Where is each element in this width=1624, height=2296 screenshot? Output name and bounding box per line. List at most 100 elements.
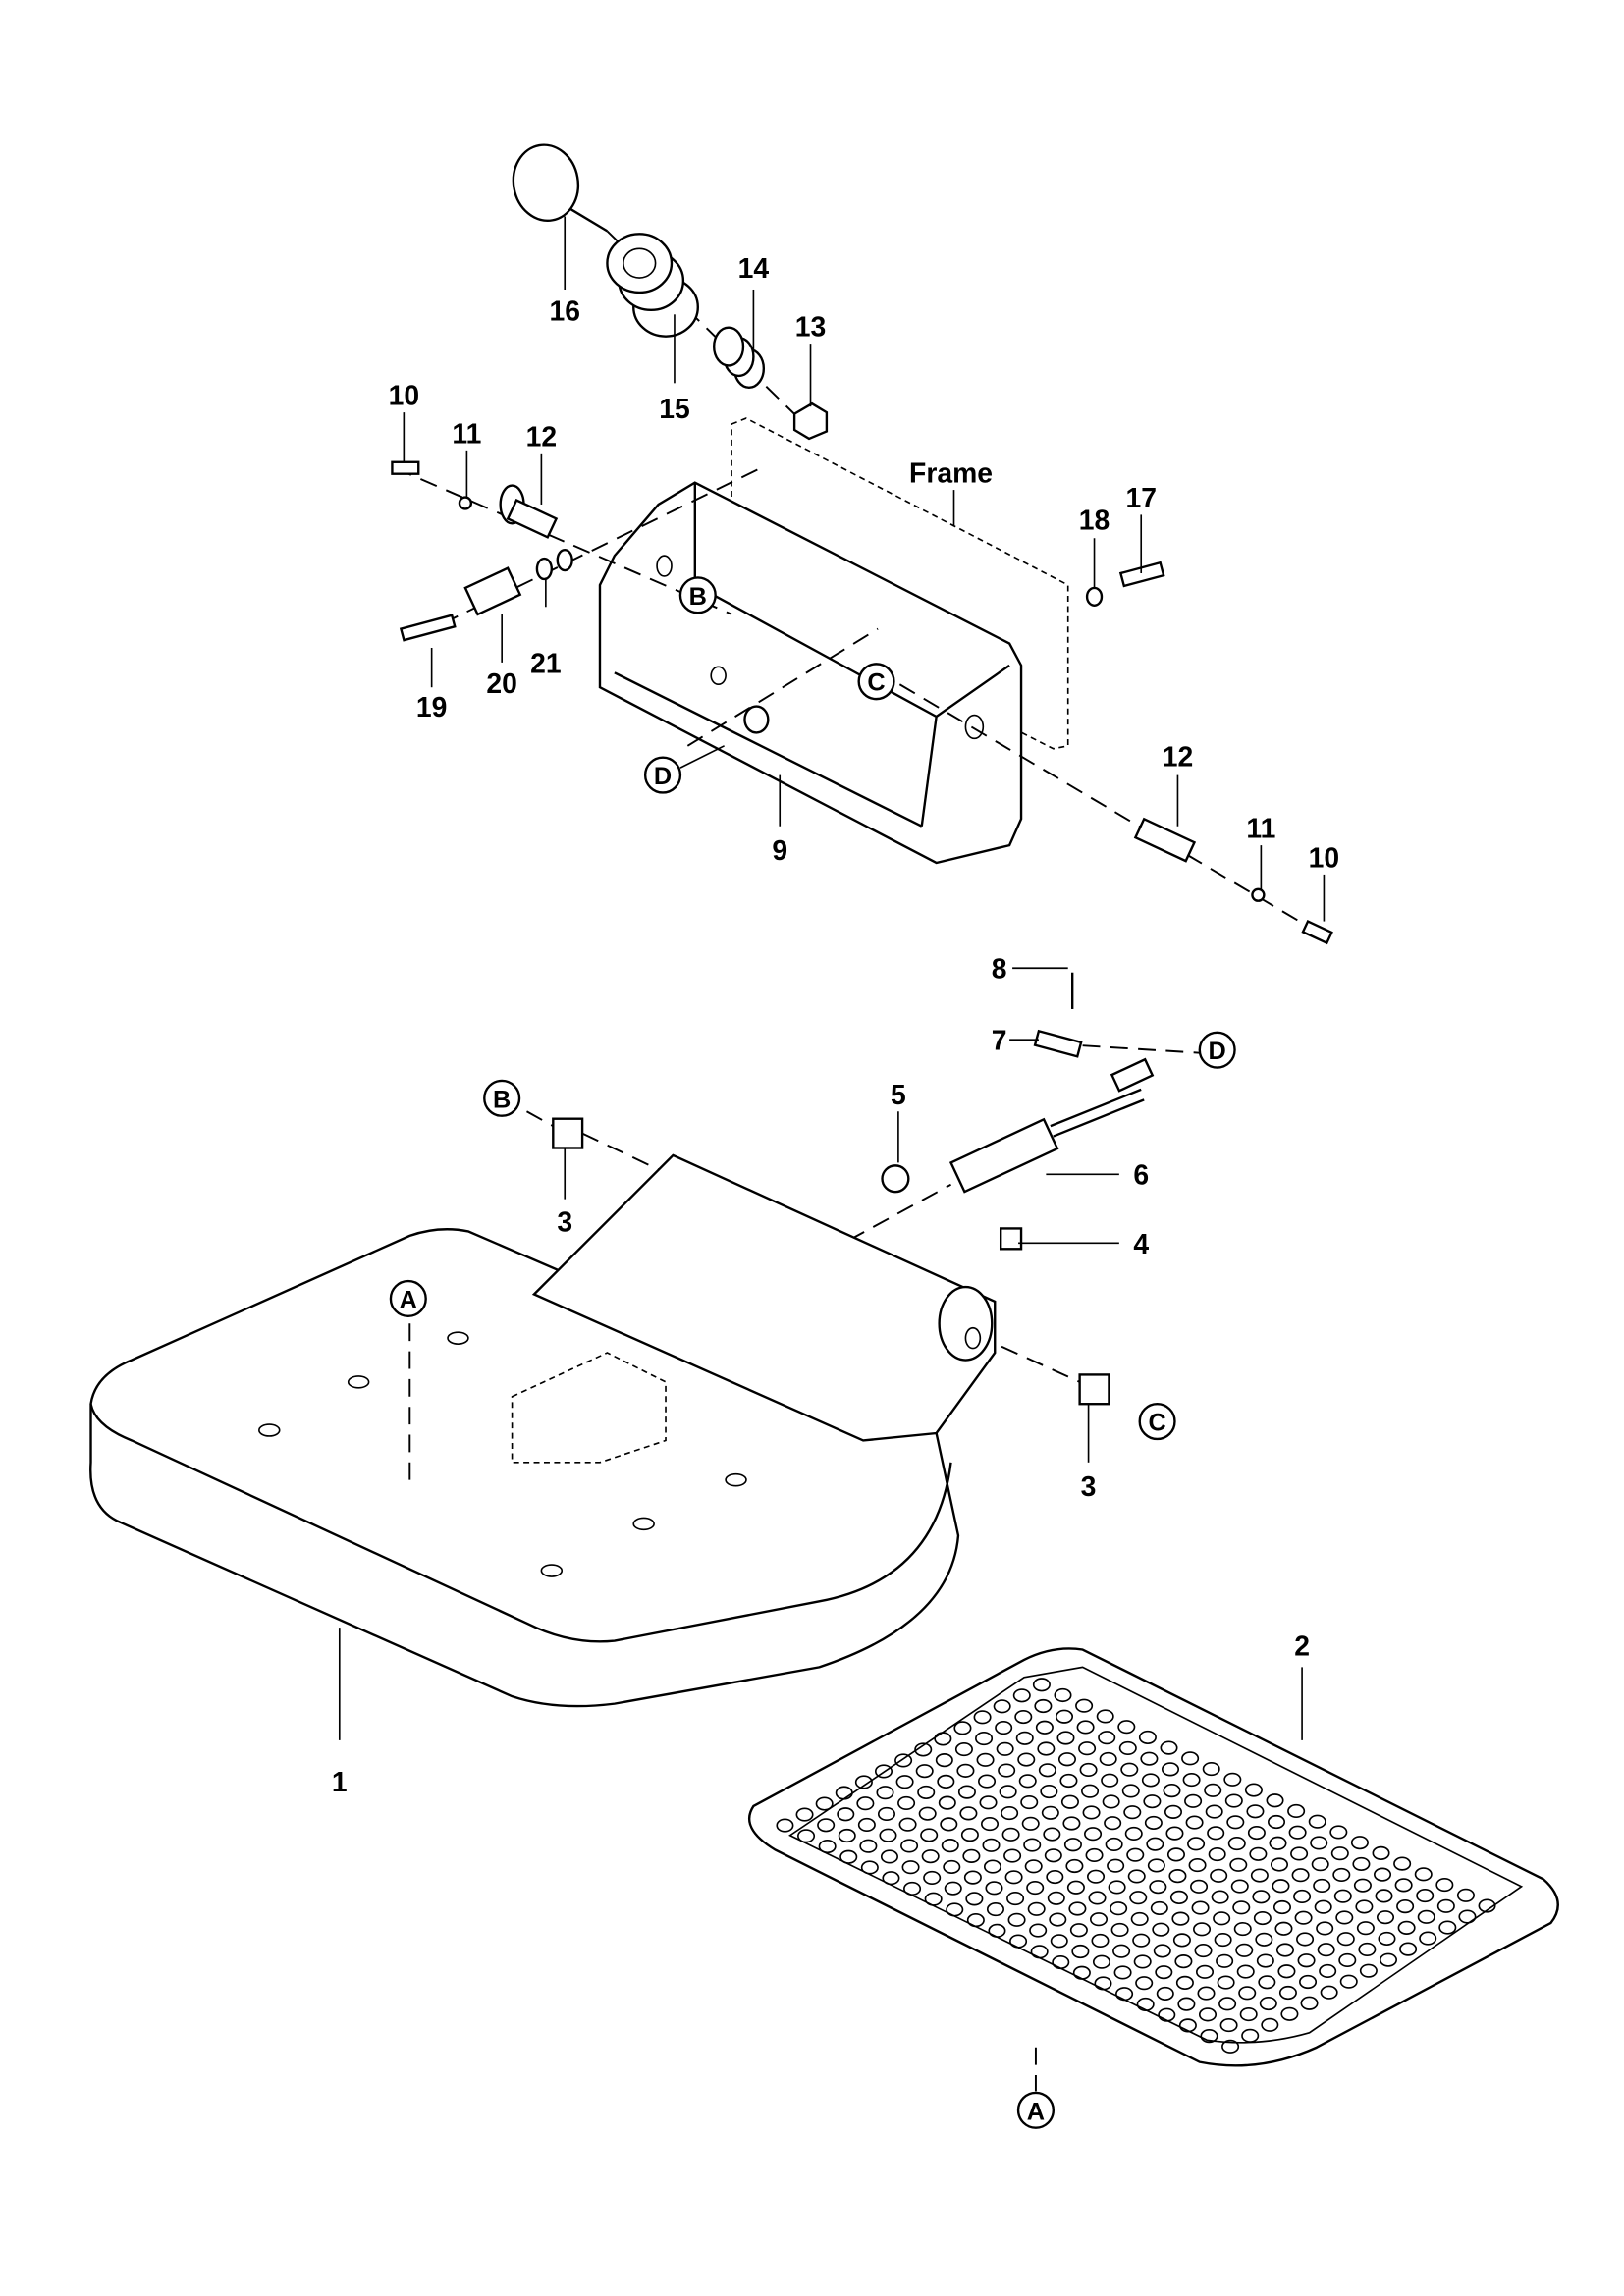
mat-hole (1037, 1741, 1056, 1756)
mat-hole (1161, 1762, 1180, 1777)
mat-hole (1044, 1848, 1062, 1863)
washer-part-21 (535, 557, 554, 581)
spring-part-15 (606, 233, 699, 338)
bushing-part-3b (1078, 1373, 1110, 1406)
mat-hole (1269, 1836, 1287, 1850)
mat-hole (1169, 1890, 1188, 1904)
mat-hole (1211, 1890, 1229, 1904)
mat-hole (818, 1839, 837, 1854)
mat-hole (1308, 1814, 1326, 1829)
mat-hole (1115, 1987, 1134, 2002)
mat-hole (1204, 1783, 1222, 1797)
mat-hole (956, 1763, 975, 1778)
mat-hole (1117, 1720, 1136, 1735)
mat-hole (1087, 1869, 1106, 1884)
mat-hole (1247, 1825, 1266, 1841)
mat-hole (1059, 1773, 1078, 1789)
mat-hole (960, 1828, 979, 1842)
mat-hole (1435, 1877, 1454, 1893)
mat-hole (1224, 1793, 1243, 1808)
mat-hole (1277, 1964, 1296, 1979)
label-12: 12 (526, 420, 557, 452)
mat-hole (1032, 1678, 1051, 1692)
mat-hole (1272, 1899, 1291, 1915)
mat-hole (1399, 1942, 1418, 1956)
mat-hole (1174, 1954, 1193, 1969)
mat-hole (1175, 1975, 1194, 1990)
mat-hole (1024, 1859, 1043, 1874)
mat-hole (1250, 1868, 1269, 1883)
mat-hole (1123, 1805, 1142, 1820)
mat-hole (1196, 1964, 1215, 1979)
mat-hole (1152, 1922, 1170, 1937)
mat-hole (1338, 1952, 1357, 1968)
mat-hole (817, 1818, 836, 1833)
mat-hole (1333, 1889, 1352, 1903)
label-17: 17 (1125, 482, 1156, 513)
mat-hole (1165, 1826, 1184, 1841)
mat-hole (999, 1785, 1017, 1799)
mat-hole (1102, 1794, 1120, 1809)
mat-hole (963, 1870, 982, 1885)
label-5: 5 (891, 1079, 906, 1110)
mat-hole (1226, 1815, 1245, 1830)
mat-hole (1287, 1803, 1306, 1819)
mat-hole (982, 1838, 1001, 1852)
ref-marker-a-mat: A (1016, 2091, 1056, 2129)
mat-hole (1104, 1816, 1122, 1831)
svg-text:D: D (654, 763, 672, 790)
mat-hole (1299, 1974, 1318, 1990)
mat-hole (1208, 1847, 1226, 1862)
mat-hole (1034, 1698, 1053, 1714)
mat-hole (1021, 1816, 1040, 1831)
mat-hole (957, 1785, 976, 1799)
mat-hole (1164, 1804, 1182, 1819)
mat-hole (1084, 1827, 1103, 1842)
bushing-part-3 (552, 1117, 584, 1149)
label-12b: 12 (1163, 741, 1193, 773)
label-10b: 10 (1309, 841, 1339, 873)
mat-hole (959, 1806, 978, 1821)
mat-hole (1358, 1942, 1377, 1956)
mat-hole (935, 1753, 953, 1768)
mat-hole (857, 1817, 876, 1833)
mat-hole (1113, 1965, 1132, 1980)
mat-hole (1330, 1846, 1349, 1861)
mat-hole (901, 1860, 920, 1875)
mat-hole (1233, 1921, 1252, 1937)
screw-part-10b (1301, 919, 1333, 945)
mat-hole (1185, 1815, 1204, 1830)
mat-hole (1268, 1814, 1286, 1830)
mat-hole (1359, 1963, 1378, 1978)
mat-hole (1121, 1784, 1140, 1798)
mat-hole (1099, 1751, 1117, 1767)
mat-hole (1140, 1751, 1159, 1766)
mat-hole (1258, 1975, 1276, 1990)
pin-part-12 (499, 484, 559, 539)
mat-hole (1219, 2018, 1238, 2033)
pin-part-4 (999, 1227, 1023, 1251)
mat-hole (1436, 1898, 1455, 1913)
mat-hole (1293, 1889, 1312, 1904)
label-10: 10 (389, 380, 419, 411)
mat-hole (1291, 1868, 1310, 1883)
label-21: 21 (530, 647, 561, 678)
mat-hole (1092, 1954, 1110, 1969)
mat-hole (859, 1839, 878, 1853)
svg-text:C: C (867, 669, 885, 697)
mat-hole (1160, 1740, 1178, 1755)
mat-hole (895, 1775, 914, 1789)
mat-hole (943, 1859, 961, 1874)
mat-hole (920, 1828, 939, 1842)
mat-hole (1374, 1867, 1392, 1882)
mat-hole (1393, 1856, 1412, 1871)
mat-hole (1205, 1804, 1223, 1819)
label-11: 11 (452, 417, 481, 449)
mat-hole (1218, 1997, 1237, 2011)
label-16: 16 (549, 294, 579, 326)
mat-hole (1329, 1825, 1348, 1840)
mat-hole (1038, 1763, 1056, 1778)
mat-hole (1252, 1890, 1271, 1904)
mat-hole (1108, 1880, 1126, 1895)
mat-hole (940, 1817, 958, 1832)
